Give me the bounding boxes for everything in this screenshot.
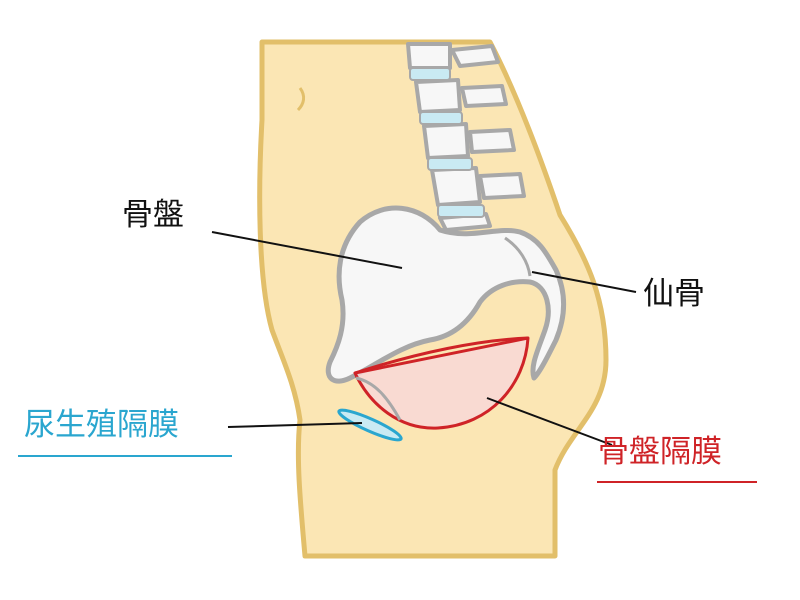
intervertebral-discs	[409, 67, 485, 218]
disc	[437, 204, 485, 218]
vertebra	[430, 166, 482, 207]
pelvis-label: 骨盤	[122, 197, 184, 233]
disc	[427, 157, 473, 171]
pelvic-diaphragm-shape	[353, 336, 530, 430]
vertebra	[414, 78, 462, 114]
spinous-process	[460, 84, 508, 108]
vertebra	[406, 42, 452, 70]
disc	[419, 111, 463, 125]
urogenital-diaphragm-label: 尿生殖隔膜	[24, 407, 179, 443]
pelvic-diaphragm-rim	[354, 336, 529, 375]
urogenital-leader-line	[227, 422, 363, 428]
pelvis-leader-line	[211, 231, 403, 269]
sacrum-detail	[504, 236, 532, 277]
body-crease	[296, 87, 306, 112]
spinous-process	[478, 172, 526, 200]
vertebra	[422, 122, 470, 160]
spinous-process	[450, 44, 500, 68]
pelvic-diaphragm-leader-line	[486, 397, 613, 446]
disc	[409, 67, 451, 81]
pelvic-diaphragm-label: 骨盤隔膜	[598, 434, 722, 470]
sacrum-label: 仙骨	[643, 276, 705, 312]
sacrum-leader-line	[531, 271, 637, 293]
pubic-outline	[355, 376, 402, 421]
pelvis-bone	[325, 205, 566, 384]
spinous-process	[468, 128, 516, 154]
urogenital-diaphragm-shape	[337, 408, 403, 442]
